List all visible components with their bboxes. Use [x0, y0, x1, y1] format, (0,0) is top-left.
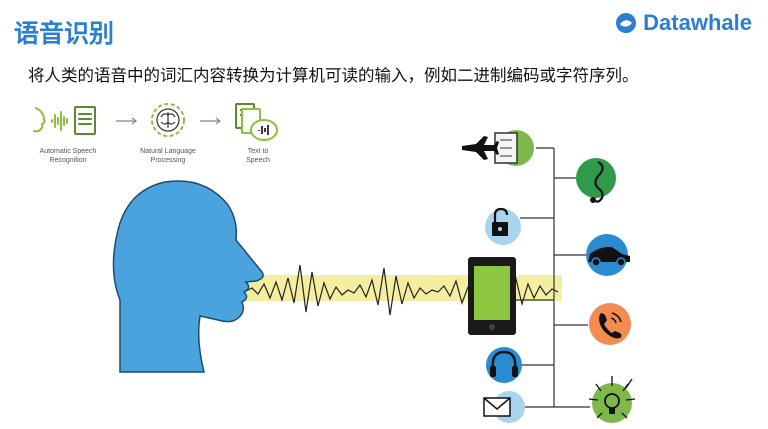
pipeline-step-label-line: Natural Language — [140, 148, 196, 155]
headphones-icon — [486, 347, 522, 383]
unlock-icon — [485, 207, 521, 245]
mail-icon — [483, 391, 525, 423]
pipeline-step-label-line: Recognition — [49, 157, 87, 164]
pipeline-arrow-icon — [116, 117, 137, 125]
datawhale-logo-icon — [616, 13, 637, 33]
pipeline-step-label-line: Speech — [246, 157, 270, 164]
smartphone-icon — [468, 257, 516, 335]
connector-lines — [516, 147, 590, 408]
speech-pipeline-diagram: Automatic Speech Recognition Natural Lan… — [28, 100, 298, 170]
pipeline-step-label-line: Processing — [150, 157, 186, 164]
pipeline-step-label-line: Text to — [247, 148, 269, 155]
pipeline-step-label: Text to Speech — [223, 147, 293, 165]
car-icon — [586, 234, 630, 276]
speech-to-document-icon — [33, 106, 96, 135]
pipeline-step-label: Automatic Speech Recognition — [28, 147, 108, 165]
slide-description: 将人类的语音中的词汇内容转换为计算机可读的输入，例如二进制编码或字符序列。 — [28, 66, 639, 85]
datawhale-logo: Datawhale — [615, 10, 752, 36]
human-head-silhouette — [112, 180, 264, 373]
music-note-icon — [576, 158, 616, 203]
pipeline-arrow-icon — [200, 117, 221, 125]
brain-gear-icon — [151, 103, 185, 137]
airplane-icon — [462, 130, 534, 166]
lightbulb-icon — [588, 376, 636, 423]
document-to-speech-icon — [235, 103, 278, 141]
phone-icon — [589, 303, 631, 345]
logo-text: Datawhale — [643, 10, 752, 35]
pipeline-step-label: Natural Language Processing — [128, 147, 208, 165]
pipeline-step-label-line: Automatic Speech — [39, 148, 97, 155]
slide-title: 语音识别 — [14, 19, 115, 48]
